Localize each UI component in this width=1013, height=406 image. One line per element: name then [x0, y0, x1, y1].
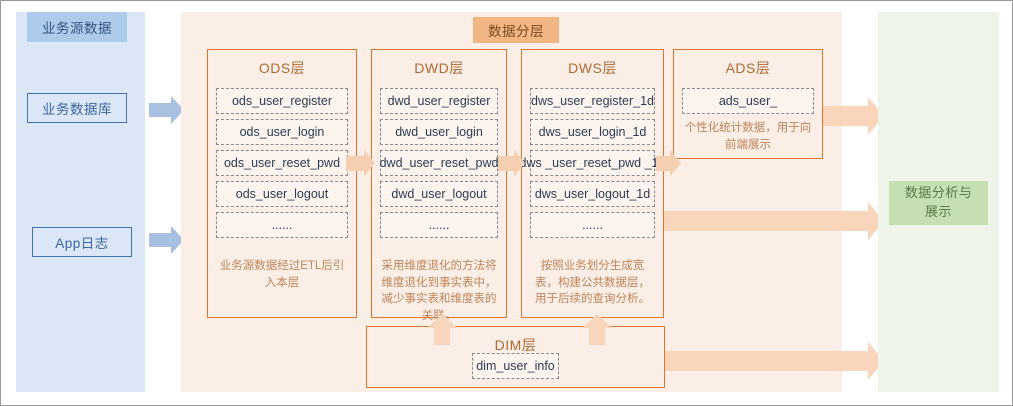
layer-column-ods: ODS层 ods_user_register ods_user_login od… [207, 49, 357, 318]
source-panel-title: 业务源数据 [27, 12, 127, 42]
result-box-analysis-and-display[interactable]: 数据分析与 展示 [889, 181, 988, 225]
arrow-dim-to-dws [582, 314, 612, 345]
table-row[interactable]: ...... [380, 212, 498, 238]
arrow-dim-to-analysis [665, 342, 884, 380]
table-row[interactable]: ods_user_login [216, 119, 348, 145]
table-row[interactable]: ...... [216, 212, 348, 238]
source-box-business-database[interactable]: 业务数据库 [27, 93, 127, 123]
table-row[interactable]: dwd_user_logout [380, 181, 498, 207]
arrow-ads-to-analysis [823, 97, 884, 135]
arrow-dwd-to-dws [498, 150, 525, 176]
arrow-dim-to-dwd [427, 314, 457, 345]
source-panel [16, 12, 145, 392]
layer-column-dws: DWS层 dws_user_register_1d dws_user_login… [520, 49, 665, 318]
arrow-dws-to-ads [656, 150, 681, 176]
table-row[interactable]: dwd_user_login [380, 119, 498, 145]
layer-column-dwd: DWD层 dwd_user_register dwd_user_login dw… [371, 49, 507, 322]
layer-column-ads-note: 个性化统计数据，用于向前端展示 [684, 122, 812, 151]
table-row[interactable]: dim_user_info [472, 353, 559, 379]
layer-panel-title: 数据分层 [473, 17, 559, 43]
layer-column-dwd-head: DWD层 [414, 60, 464, 76]
source-box-app-log[interactable]: App日志 [32, 227, 132, 257]
arrow-dws-to-analysis [664, 202, 884, 240]
table-row[interactable]: ods_user_logout [216, 181, 348, 207]
layer-column-dwd-note: 采用维度退化的方法将维度退化到事实表中，减少事实表和维度表的关联。 [381, 260, 497, 322]
layer-column-dim-head: DIM层 [494, 337, 537, 353]
arrow-database-to-ods [149, 96, 184, 124]
layer-column-dws-head: DWS层 [568, 60, 617, 76]
table-row[interactable]: dws _user_reset_pwd _1d [520, 150, 665, 176]
table-row[interactable]: dws_user_login_1d [530, 119, 655, 145]
table-row[interactable]: dws_user_logout_1d [530, 181, 655, 207]
result-label-line1: 数据分析与 [904, 185, 973, 201]
table-row[interactable]: ods_user_register [216, 88, 348, 114]
layer-column-ods-note: 业务源数据经过ETL后引入本层 [219, 260, 345, 289]
table-row[interactable]: dwd_user_register [380, 88, 498, 114]
layer-column-ads: ADS层 ads_user_ 个性化统计数据，用于向前端展示 [673, 49, 823, 159]
arrow-ods-to-dwd [346, 150, 375, 176]
table-row[interactable]: dws_user_register_1d [530, 88, 655, 114]
layer-column-dim: DIM层 dim_user_info [366, 326, 665, 388]
table-row[interactable]: ads_user_ [682, 88, 814, 114]
layer-column-ads-head: ADS层 [725, 60, 771, 76]
layer-column-dws-note: 按照业务划分生成宽表，构建公共数据层，用于后续的查询分析。 [535, 260, 650, 306]
table-row[interactable]: ods_user_reset_pwd [216, 150, 348, 176]
arrow-applog-to-ods [149, 226, 184, 254]
result-label-line2: 展示 [924, 204, 952, 219]
table-row[interactable]: dwd_user_reset_pwd [380, 150, 498, 176]
layer-column-ods-head: ODS层 [258, 60, 306, 76]
table-row[interactable]: ...... [530, 212, 655, 238]
